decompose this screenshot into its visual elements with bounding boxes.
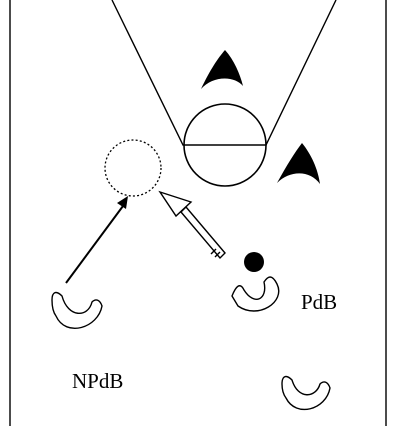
target-spot bbox=[104, 139, 162, 197]
cut-arrow-line bbox=[65, 205, 124, 284]
pass-arrow-tail-stripe-2 bbox=[214, 251, 221, 258]
ball bbox=[244, 252, 264, 272]
cut-arrowhead bbox=[117, 196, 128, 209]
player-marker-bottom bbox=[281, 375, 331, 411]
pass-arrow-tail-stripe-1 bbox=[210, 248, 217, 255]
player-marker-npdb bbox=[51, 291, 103, 329]
pass-arrow bbox=[158, 190, 226, 260]
pass-arrow-shaft bbox=[180, 205, 226, 260]
defender-marker-top bbox=[201, 50, 243, 89]
label-pdb: PdB bbox=[301, 290, 337, 314]
pass-arrowhead bbox=[158, 190, 193, 218]
defender-marker-right bbox=[277, 143, 320, 184]
player-marker-pdb bbox=[231, 276, 280, 312]
label-npdb: NPdB bbox=[72, 369, 123, 393]
